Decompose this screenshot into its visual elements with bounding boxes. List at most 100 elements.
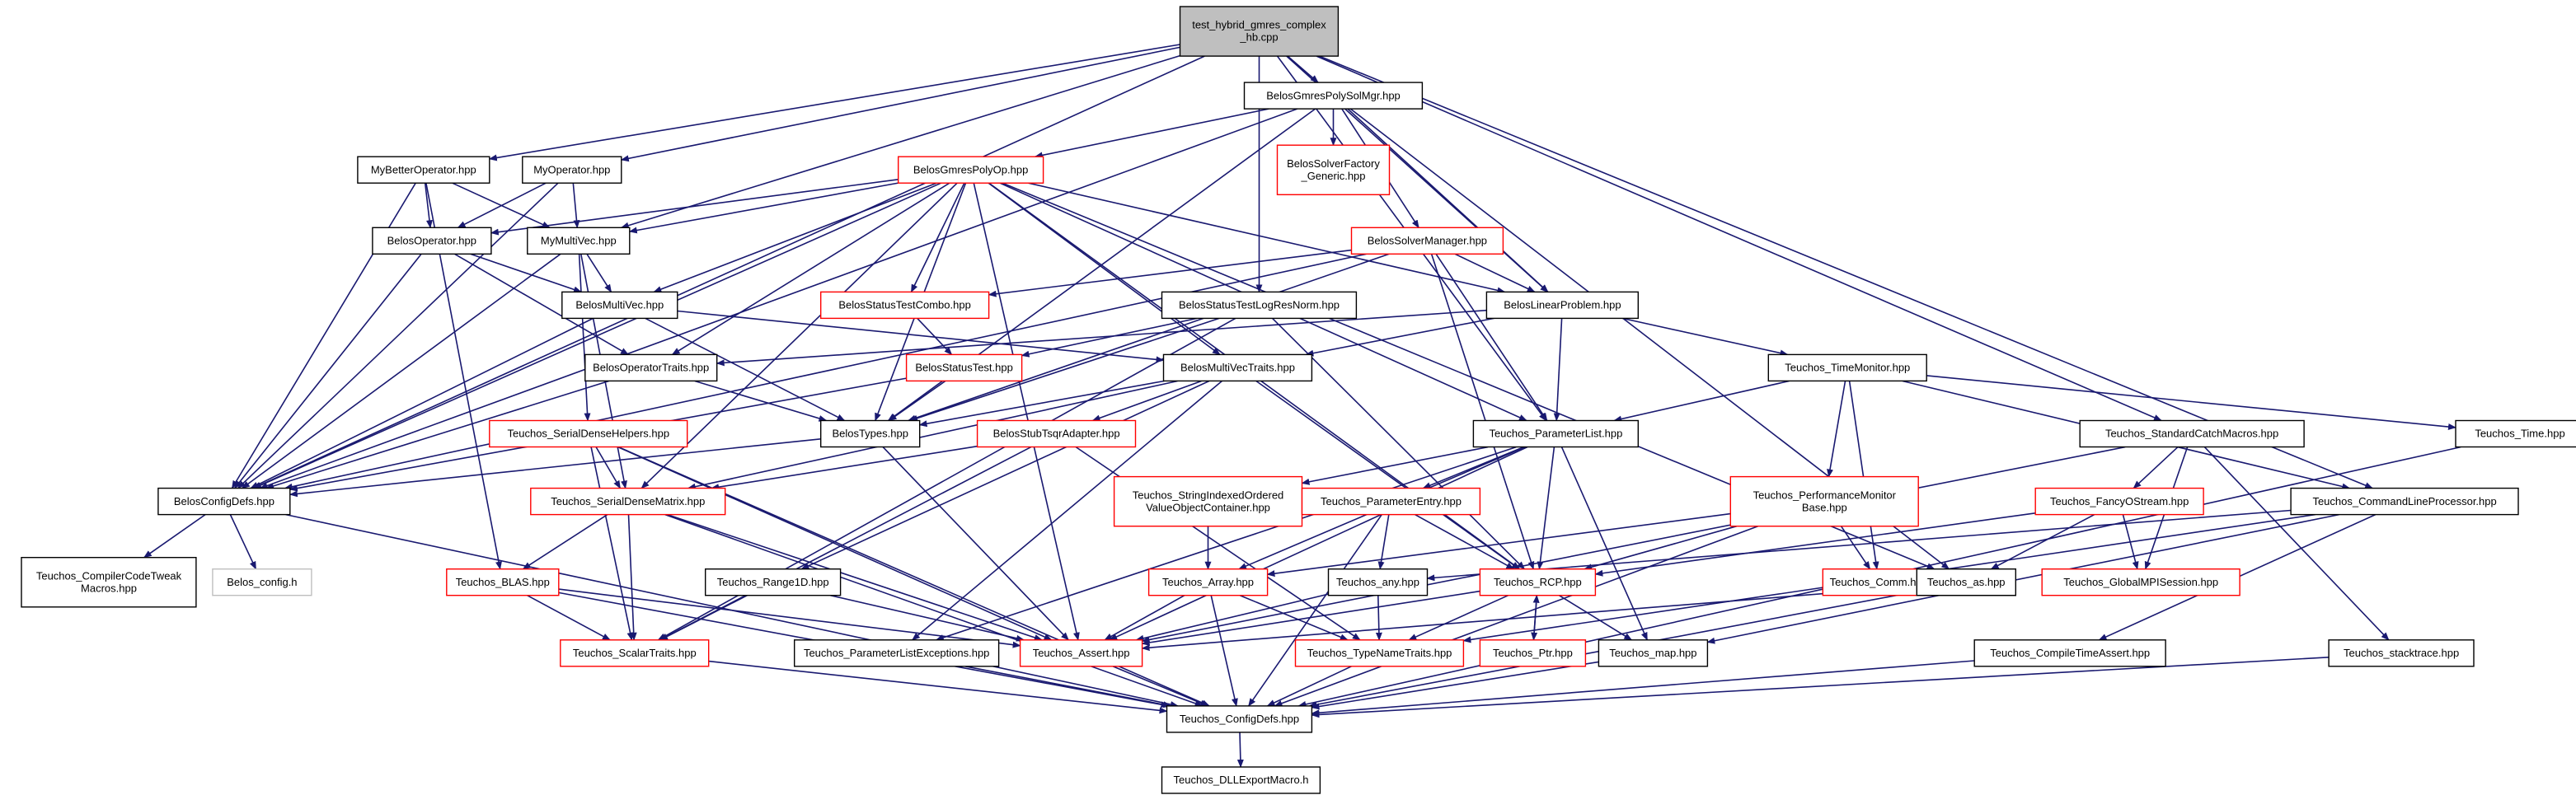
node-beloslinearproblem[interactable]: BelosLinearProblem.hpp — [1485, 291, 1640, 320]
node-belos_config[interactable]: Belos_config.h — [212, 568, 312, 596]
node-label-perfmonitor-0: Teuchos_PerformanceMonitor — [1753, 489, 1897, 501]
edge-sdhelpers-to-scalartraits — [590, 447, 634, 641]
node-gmrespolyop[interactable]: BelosGmresPolyOp.hpp — [897, 156, 1044, 184]
edge-gmrespolysolmgr-to-gmrespolyop — [1034, 108, 1269, 159]
node-label-dllexport-0: Teuchos_DLLExportMacro.h — [1173, 774, 1308, 786]
node-timemonitor[interactable]: Teuchos_TimeMonitor.hpp — [1767, 353, 1927, 382]
node-label-timemonitor-0: Teuchos_TimeMonitor.hpp — [1785, 362, 1910, 374]
edge-solvermanager-to-parameterlist — [1435, 253, 1548, 422]
edge-gmrespolyop-to-belosmultivec — [653, 182, 937, 293]
node-statustestcombo[interactable]: BelosStatusTestCombo.hpp — [820, 291, 990, 320]
node-belosoperator[interactable]: BelosOperator.hpp — [372, 227, 492, 255]
node-label-teuchos_comm-0: Teuchos_Comm.hpp — [1830, 576, 1928, 588]
node-box-belostypes — [820, 419, 921, 448]
node-solverfactory[interactable]: BelosSolverFactory_Generic.hpp — [1276, 144, 1391, 195]
node-teuchos_rcp[interactable]: Teuchos_RCP.hpp — [1479, 568, 1597, 596]
edge-parameterlist-to-teuchos_map — [1560, 447, 1649, 641]
node-teuchos_configdefs[interactable]: Teuchos_ConfigDefs.hpp — [1166, 705, 1313, 733]
node-box-cmdlineproc — [2290, 487, 2519, 516]
node-stubtsqr[interactable]: BelosStubTsqrAdapter.hpp — [976, 419, 1137, 448]
edge-stacktrace-to-teuchos_configdefs — [1311, 657, 2330, 718]
edge-timemonitor-to-perfmonitor — [1827, 381, 1846, 478]
node-teuchos_ptr[interactable]: Teuchos_Ptr.hpp — [1479, 639, 1587, 667]
edge-multivectraits-to-belostypes — [918, 380, 1165, 428]
node-teuchos_assert[interactable]: Teuchos_Assert.hpp — [1019, 639, 1143, 667]
node-myoperator[interactable]: MyOperator.hpp — [522, 156, 622, 184]
node-cmdlineproc[interactable]: Teuchos_CommandLineProcessor.hpp — [2290, 487, 2519, 516]
node-solvermanager[interactable]: BelosSolverManager.hpp — [1350, 227, 1504, 255]
edge-solvermanager-to-beloslinearproblem — [1454, 253, 1536, 293]
edge-cmdlineproc-to-teuchos_any — [1426, 509, 2292, 582]
node-gmrespolysolmgr[interactable]: BelosGmresPolySolMgr.hpp — [1243, 82, 1424, 110]
node-box-compiletimeassert — [1973, 639, 2166, 667]
node-box-teuchos_ptr — [1479, 639, 1587, 667]
node-label-sdmatrix-0: Teuchos_SerialDenseMatrix.hpp — [551, 495, 705, 507]
node-mymultivec[interactable]: MyMultiVec.hpp — [527, 227, 631, 255]
node-mybetteroperator[interactable]: MyBetterOperator.hpp — [357, 156, 490, 184]
node-label-compilercodetweak-0: Teuchos_CompilerCodeTweak — [36, 569, 182, 582]
edge-gmrespolysolmgr-to-beloslinearproblem — [1347, 108, 1549, 293]
edge-belosmultivec-to-configdefs — [250, 317, 594, 489]
node-sdhelpers[interactable]: Teuchos_SerialDenseHelpers.hpp — [489, 419, 688, 448]
node-statustestlogresnorm[interactable]: BelosStatusTestLogResNorm.hpp — [1161, 291, 1358, 320]
node-teuchos_array[interactable]: Teuchos_Array.hpp — [1147, 568, 1269, 596]
node-standardcatch[interactable]: Teuchos_StandardCatchMacros.hpp — [2079, 419, 2305, 448]
node-label-range1d-0: Teuchos_Range1D.hpp — [717, 576, 829, 588]
edge-teuchos_rcp-to-teuchos_assert — [1141, 590, 1480, 646]
node-teuchos_as2[interactable]: Teuchos_as.hpp — [1916, 568, 2017, 596]
node-scalartraits[interactable]: Teuchos_ScalarTraits.hpp — [560, 639, 710, 667]
node-box-teuchos_rcp — [1479, 568, 1597, 596]
node-parameterentry[interactable]: Teuchos_ParameterEntry.hpp — [1301, 487, 1481, 516]
edge-sdmatrix-to-scalartraits — [627, 514, 637, 641]
edge-solvermanager-to-teuchos_rcp — [1430, 254, 1535, 570]
edge-range1d-to-teuchos_assert — [830, 594, 1025, 642]
node-typenametraits[interactable]: Teuchos_TypeNameTraits.hpp — [1294, 639, 1465, 667]
node-range1d[interactable]: Teuchos_Range1D.hpp — [705, 568, 842, 596]
node-sdmatrix[interactable]: Teuchos_SerialDenseMatrix.hpp — [530, 487, 726, 516]
node-label-root-1: _hb.cpp — [1239, 31, 1278, 44]
edge-statustest-to-belostypes — [888, 380, 946, 422]
node-label-statustestcombo-0: BelosStatusTestCombo.hpp — [838, 299, 970, 311]
edge-beloslinearproblem-to-parameterlist — [1553, 318, 1563, 422]
edge-myoperator-to-belosoperator — [457, 182, 547, 229]
node-dllexport[interactable]: Teuchos_DLLExportMacro.h — [1161, 766, 1321, 794]
edge-root-to-mymultivec — [620, 54, 1180, 229]
edge-multivectraits-to-range1d — [800, 380, 1210, 570]
edge-belosoperator-to-belosmultivec — [470, 253, 582, 293]
node-paramlistexceptions[interactable]: Teuchos_ParameterListExceptions.hpp — [794, 639, 1000, 667]
node-box-multivectraits — [1162, 353, 1313, 382]
edge-sdmatrix-to-teuchos_configdefs — [664, 513, 1204, 707]
node-statustest[interactable]: BelosStatusTest.hpp — [905, 353, 1023, 382]
edge-multivectraits-to-paramlistexceptions — [912, 380, 1222, 641]
node-parameterlist[interactable]: Teuchos_ParameterList.hpp — [1472, 419, 1640, 448]
node-label-sdhelpers-0: Teuchos_SerialDenseHelpers.hpp — [508, 428, 670, 440]
node-teuchos_time[interactable]: Teuchos_Time.hpp — [2455, 419, 2576, 448]
edge-gmrespolyop-to-teuchos_assert — [973, 183, 1080, 641]
node-operatortraits[interactable]: BelosOperatorTraits.hpp — [584, 353, 718, 382]
node-belosmultivec[interactable]: BelosMultiVec.hpp — [561, 291, 678, 320]
node-teuchos_map[interactable]: Teuchos_map.hpp — [1598, 639, 1709, 667]
node-multivectraits[interactable]: BelosMultiVecTraits.hpp — [1162, 353, 1313, 382]
edge-teuchos_array-to-teuchos_assert — [1104, 595, 1185, 641]
node-teuchos_any[interactable]: Teuchos_any.hpp — [1327, 568, 1429, 596]
edge-gmrespolyop-to-configdefs — [253, 182, 941, 489]
node-fancyostream[interactable]: Teuchos_FancyOStream.hpp — [2034, 487, 2204, 516]
edge-mymultivec-to-belosmultivec — [586, 253, 612, 293]
node-box-beloslinearproblem — [1485, 291, 1640, 320]
node-configdefs[interactable]: BelosConfigDefs.hpp — [157, 487, 291, 516]
node-root[interactable]: test_hybrid_gmres_complex_hb.cpp — [1179, 6, 1340, 57]
node-label-globalmpisession-0: Teuchos_GlobalMPISession.hpp — [2063, 576, 2218, 588]
node-label-teuchos_array-0: Teuchos_Array.hpp — [1162, 576, 1254, 588]
node-globalmpisession[interactable]: Teuchos_GlobalMPISession.hpp — [2041, 568, 2241, 596]
node-stringindexed[interactable]: Teuchos_StringIndexedOrderedValueObjectC… — [1113, 475, 1303, 527]
edge-parameterentry-to-teuchos_any — [1377, 514, 1390, 570]
node-blas[interactable]: Teuchos_BLAS.hpp — [446, 568, 560, 596]
node-belostypes[interactable]: BelosTypes.hpp — [820, 419, 921, 448]
node-compiletimeassert[interactable]: Teuchos_CompileTimeAssert.hpp — [1973, 639, 2166, 667]
edge-stubtsqr-to-sdmatrix — [711, 445, 978, 491]
node-box-teuchos_time — [2455, 419, 2576, 448]
node-layer: test_hybrid_gmres_complex_hb.cppBelosGmr… — [21, 6, 2576, 794]
node-stacktrace[interactable]: Teuchos_stacktrace.hpp — [2328, 639, 2475, 667]
